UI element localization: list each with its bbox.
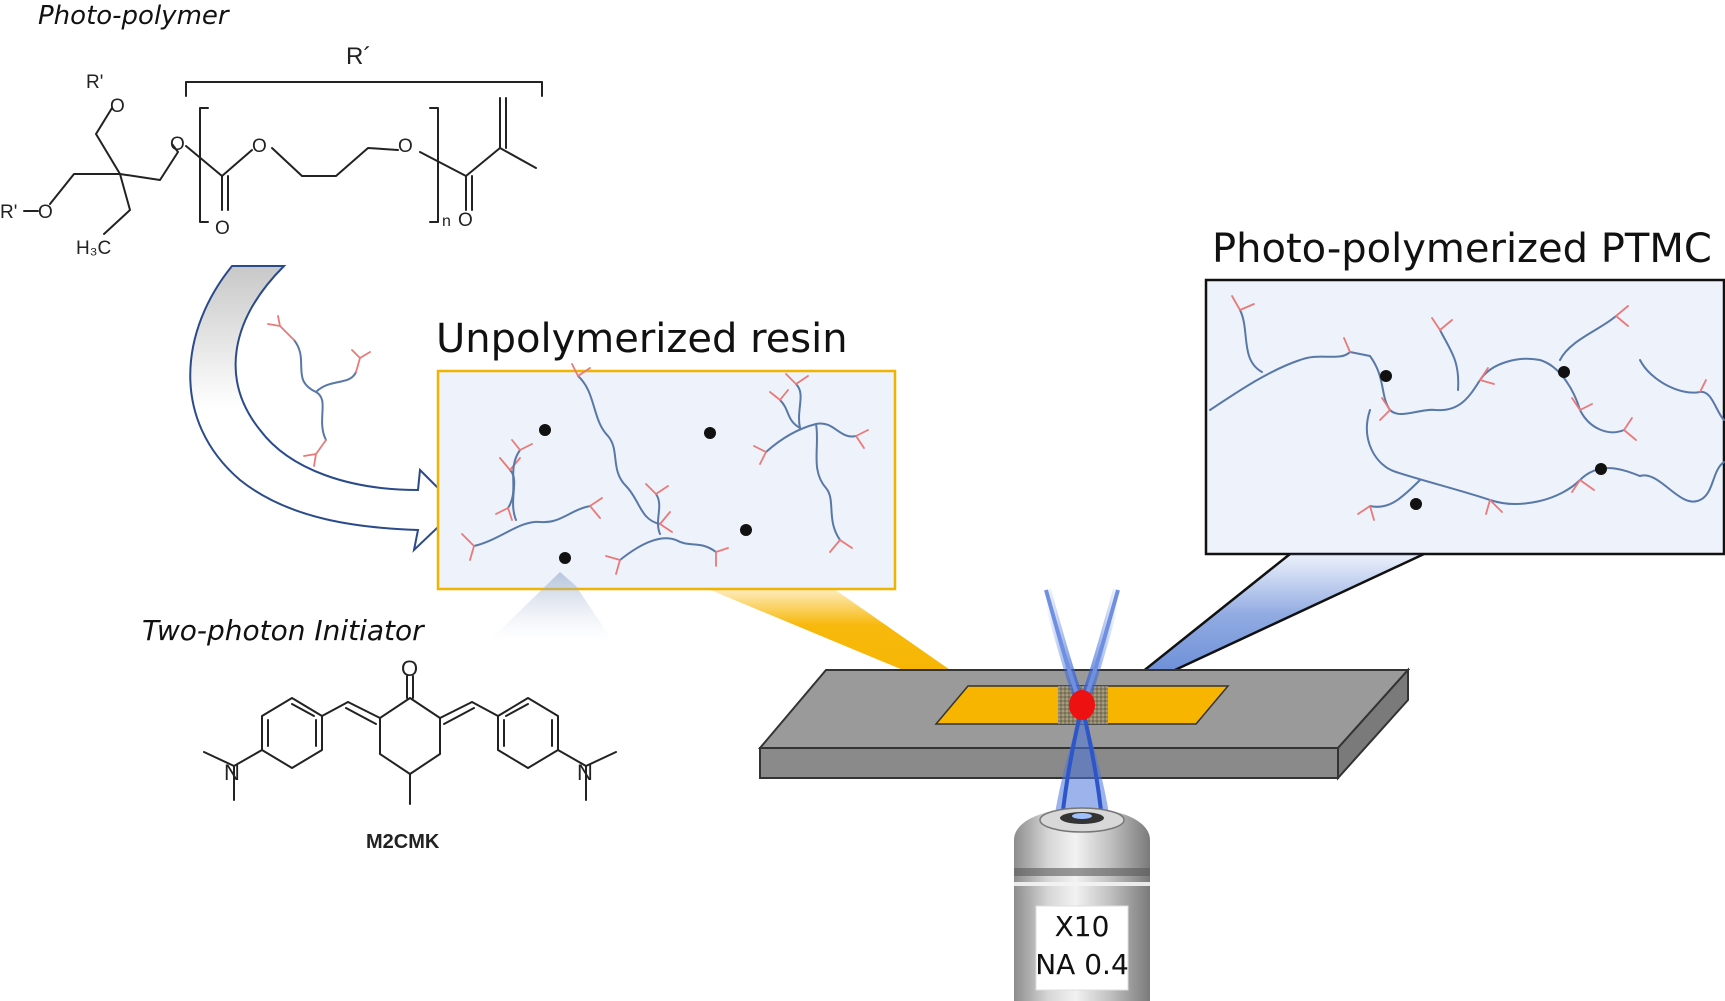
right-amine-bonds bbox=[557, 749, 617, 801]
repeat-unit-open-bracket bbox=[199, 107, 209, 223]
atom-o-ester: O bbox=[170, 134, 185, 155]
initiator-dot bbox=[539, 424, 551, 436]
objective-magnification: X10 bbox=[1055, 910, 1110, 943]
initiator-structure: Two-photon Initiator O N N M2CMK bbox=[142, 614, 617, 853]
initiator-dot bbox=[1595, 463, 1607, 475]
resin-box bbox=[436, 369, 897, 591]
atom-o-carbonyl-2: O bbox=[458, 210, 473, 231]
initiator-dot bbox=[704, 427, 716, 439]
objective-lens: X10 NA 0.4 bbox=[1014, 807, 1150, 1001]
initiator-dot bbox=[559, 552, 571, 564]
resin-panel: Unpolymerized resin bbox=[436, 316, 897, 640]
atom-n-right: N bbox=[577, 760, 593, 785]
left-benzene bbox=[261, 697, 323, 769]
right-benzene bbox=[497, 697, 559, 769]
carbonate-chain-bonds bbox=[185, 145, 399, 211]
initiator-name: M2CMK bbox=[366, 831, 440, 853]
ptmc-box bbox=[1204, 278, 1725, 556]
cyclohexanone-ring bbox=[379, 675, 441, 805]
atom-o-chain-2: O bbox=[398, 136, 413, 157]
ptmc-network bbox=[1209, 295, 1725, 521]
backbone-bonds bbox=[49, 107, 179, 235]
slide-front bbox=[759, 747, 1339, 779]
atom-methyl: H₃C bbox=[76, 238, 111, 259]
photopolymer-structure: Photo-polymer R´ R' O R' O H₃C O O O O n… bbox=[0, 1, 543, 259]
focal-spot bbox=[1069, 690, 1095, 720]
atom-o-carbonyl-1: O bbox=[215, 218, 230, 239]
repeat-label: R´ bbox=[346, 43, 371, 70]
repeat-bracket bbox=[185, 81, 543, 97]
repeat-unit-close-bracket bbox=[429, 107, 439, 223]
resin-monomers bbox=[461, 363, 869, 575]
left-amine-bonds bbox=[203, 749, 263, 801]
initiator-dot bbox=[1410, 498, 1422, 510]
objective-aperture: NA 0.4 bbox=[1035, 948, 1129, 981]
atom-o-chain-1: O bbox=[252, 136, 267, 157]
vinyl-bonds bbox=[321, 701, 499, 725]
curved-arrow bbox=[189, 265, 460, 553]
atom-r-left: R' bbox=[0, 202, 17, 223]
ptmc-panel: Photo-polymerized PTMC bbox=[1204, 226, 1725, 556]
atom-r-top: R' bbox=[86, 72, 103, 93]
resin-callout bbox=[708, 589, 976, 692]
lone-monomer bbox=[267, 315, 371, 467]
photopolymer-title: Photo-polymer bbox=[38, 1, 231, 31]
initiator-dot bbox=[1380, 370, 1392, 382]
ptmc-title: Photo-polymerized PTMC bbox=[1212, 226, 1712, 272]
atom-o-ketone: O bbox=[401, 656, 418, 681]
atom-o-left: O bbox=[38, 202, 53, 223]
objective-label-box bbox=[1035, 905, 1129, 991]
initiator-dot bbox=[1558, 366, 1570, 378]
repeat-n: n bbox=[442, 213, 451, 230]
atom-o-top: O bbox=[110, 96, 125, 117]
initiator-callout bbox=[490, 572, 612, 640]
methacrylate-bonds bbox=[419, 97, 537, 211]
slide-side bbox=[1337, 667, 1409, 781]
initiator-dot bbox=[740, 524, 752, 536]
atom-n-left: N bbox=[224, 760, 240, 785]
initiator-title: Two-photon Initiator bbox=[142, 614, 425, 647]
resin-title: Unpolymerized resin bbox=[436, 316, 848, 362]
